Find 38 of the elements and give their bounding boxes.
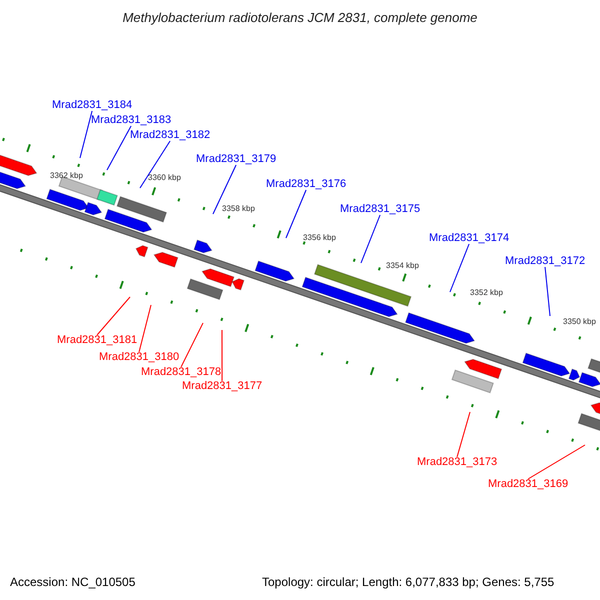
leader-line <box>80 110 93 158</box>
gene-label: Mrad2831_3175 <box>340 204 420 215</box>
leader-line <box>286 190 307 238</box>
scale-label: 3360 kbp <box>148 174 181 182</box>
scale-label: 3356 kbp <box>303 234 336 242</box>
scale-label: 3350 kbp <box>563 318 596 326</box>
gene-label: Mrad2831_3183 <box>91 115 172 126</box>
gene-label: Mrad2831_3178 <box>141 367 222 378</box>
gene-label: Mrad2831_3177 <box>182 381 262 392</box>
gene-label: Mrad2831_3176 <box>266 179 346 190</box>
leader-line <box>528 444 586 480</box>
gene-label: Mrad2831_3169 <box>488 479 568 490</box>
gene-label: Mrad2831_3184 <box>52 100 132 111</box>
scale-label: 3362 kbp <box>50 172 83 180</box>
footer-text: Topology: circular; Length: 6,077,833 bp; Genes: 5,755 <box>262 576 554 588</box>
leader-line <box>222 330 223 382</box>
leader-line <box>456 412 470 458</box>
leader-line <box>106 126 132 170</box>
leader-line <box>96 296 130 336</box>
scale-label: 3358 kbp <box>222 205 255 213</box>
gene-label: Mrad2831_3173 <box>417 457 498 468</box>
leader-line <box>138 304 152 352</box>
scale-label: 3354 kbp <box>386 262 419 270</box>
gene-label: Mrad2831_3174 <box>429 233 510 244</box>
leader-line <box>140 140 171 188</box>
gene-label: Mrad2831_3181 <box>57 335 138 346</box>
gene-label: Mrad2831_3172 <box>505 256 586 267</box>
leader-line <box>450 244 470 292</box>
leader-line <box>180 322 204 368</box>
gene-label: Mrad2831_3179 <box>196 154 276 165</box>
scale-label: 3352 kbp <box>470 289 503 297</box>
gene-label: Mrad2831_3182 <box>130 130 210 141</box>
leader-line <box>544 266 550 316</box>
footer-text: Accession: NC_010505 <box>10 576 136 588</box>
leader-line <box>360 214 381 264</box>
diagram-title: Methylobacterium radiotolerans JCM 2831, complete genome <box>122 11 478 24</box>
leader-line <box>212 164 237 214</box>
gene-label: Mrad2831_3180 <box>99 352 180 363</box>
